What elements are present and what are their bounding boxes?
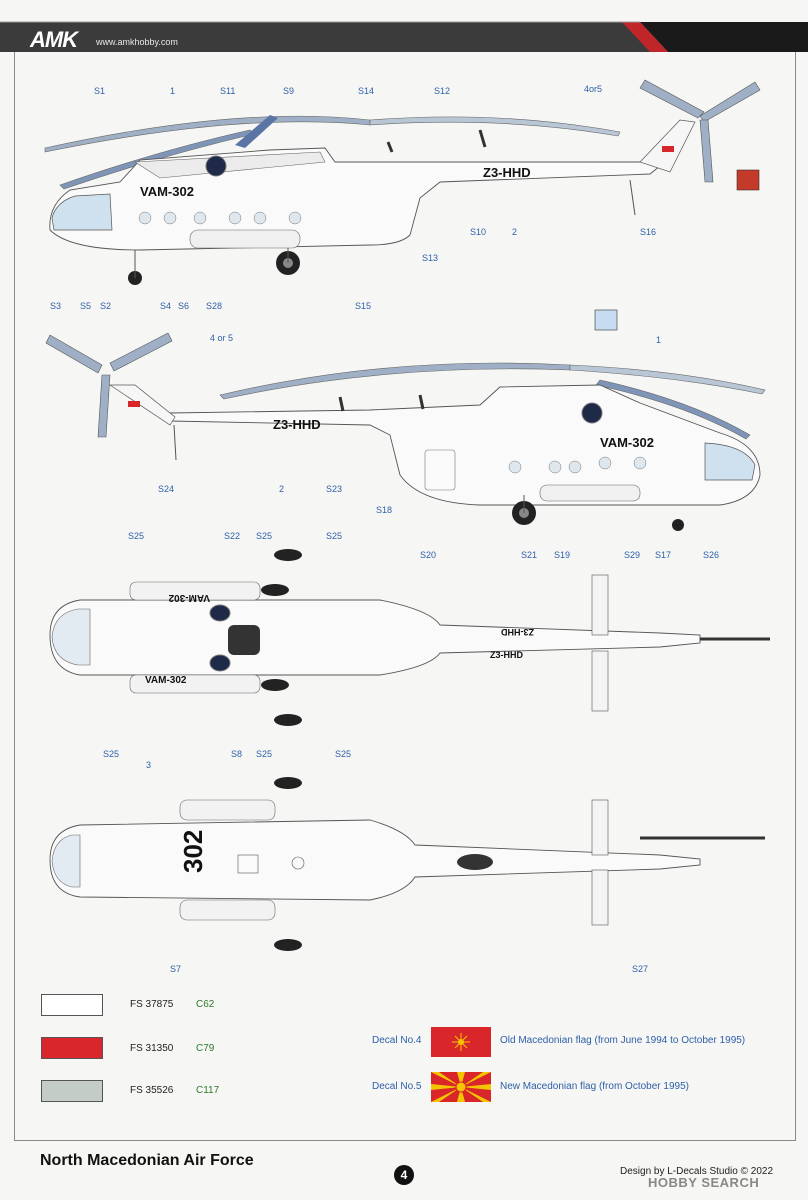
callout-s27: S27 xyxy=(632,964,649,974)
header-banner xyxy=(0,21,808,52)
top-registration-upper: VAM-302 xyxy=(168,592,210,603)
callout-s4: S4 xyxy=(160,301,172,311)
callout-s26: S26 xyxy=(703,550,720,560)
callout-s25-e: S25 xyxy=(256,749,273,759)
callout-3: 3 xyxy=(146,760,152,770)
callout-4or5: 4or5 xyxy=(584,84,603,94)
boom-registration-right: Z3-HHD xyxy=(273,417,321,432)
callout-s2: S2 xyxy=(100,301,112,311)
callout-s20: S20 xyxy=(420,550,437,560)
decal-5-label: Decal No.5 xyxy=(372,1081,422,1092)
fs-code-3: FS 35526 xyxy=(130,1085,174,1096)
callout-s15: S15 xyxy=(355,301,372,311)
decal-4-label: Decal No.4 xyxy=(372,1035,422,1046)
fs-code-2: FS 31350 xyxy=(130,1043,174,1054)
callout-s21: S21 xyxy=(521,550,538,560)
right-side-profile: VAM-302 Z3-HHD xyxy=(45,309,766,531)
callout-s28: S28 xyxy=(206,301,223,311)
callout-s25-b: S25 xyxy=(256,531,273,541)
paint-code-1: C62 xyxy=(196,999,215,1010)
callout-s3: S3 xyxy=(50,301,62,311)
fuselage-registration-right: VAM-302 xyxy=(600,435,654,450)
top-view: VAM-302 VAM-302 Z3-HHD Z3-HHD xyxy=(49,549,770,726)
left-side-profile: VAM-302 Z3-HHD xyxy=(44,79,761,285)
paint-code-3: C117 xyxy=(196,1085,220,1096)
website-url: www.amkhobby.com xyxy=(96,37,178,47)
page-frame xyxy=(14,52,796,1141)
page-header: AMK www.amkhobby.com xyxy=(0,0,808,52)
top-boom-upper: Z3-HHD xyxy=(501,627,534,637)
callout-s6: S6 xyxy=(178,301,190,311)
old-macedonian-flag-icon xyxy=(431,1027,491,1057)
amk-logo: AMK xyxy=(30,27,78,52)
callout-4-or-5: 4 or 5 xyxy=(210,333,234,343)
top-registration-lower: VAM-302 xyxy=(145,675,187,686)
callout-s25-c: S25 xyxy=(326,531,343,541)
swatch-white xyxy=(41,994,103,1016)
callout-s17: S17 xyxy=(655,550,672,560)
fs-code-1: FS 37875 xyxy=(130,999,174,1010)
decal-4-description: Old Macedonian flag (from June 1994 to O… xyxy=(500,1035,746,1046)
callout-s5: S5 xyxy=(80,301,92,311)
callout-s22: S22 xyxy=(224,531,241,541)
callout-s9: S9 xyxy=(283,86,295,96)
design-credit: Design by L-Decals Studio © 2022 xyxy=(620,1166,774,1177)
callout-s8: S8 xyxy=(231,749,243,759)
new-macedonian-flag-icon xyxy=(431,1072,491,1102)
hobby-search-watermark: HOBBY SEARCH xyxy=(648,1175,760,1190)
callout-s24: S24 xyxy=(158,484,175,494)
boom-registration: Z3-HHD xyxy=(483,165,531,180)
callout-1: 1 xyxy=(170,86,176,96)
bottom-view: 302 xyxy=(49,777,765,951)
callout-s11: S11 xyxy=(220,86,236,96)
callout-s13: S13 xyxy=(422,253,439,263)
page-title: North Macedonian Air Force xyxy=(40,1152,254,1169)
callout-s29: S29 xyxy=(624,550,641,560)
callout-s12: S12 xyxy=(434,86,451,96)
decal-5-description: New Macedonian flag (from October 1995) xyxy=(500,1081,689,1092)
top-boom-lower: Z3-HHD xyxy=(490,650,523,660)
fuselage-registration: VAM-302 xyxy=(140,184,194,199)
callout-s23: S23 xyxy=(326,484,343,494)
callout-s7: S7 xyxy=(170,964,182,974)
bottom-number: 302 xyxy=(178,830,208,873)
callout-s10: S10 xyxy=(470,227,487,237)
callout-s18: S18 xyxy=(376,505,393,515)
callout-s25-f: S25 xyxy=(335,749,352,759)
callout-s14: S14 xyxy=(358,86,375,96)
swatch-red xyxy=(41,1037,103,1059)
callout-2: 2 xyxy=(512,227,518,237)
swatch-grey xyxy=(41,1080,103,1102)
callout-1-right: 1 xyxy=(656,335,662,345)
callout-s19: S19 xyxy=(554,550,571,560)
callout-s25-a: S25 xyxy=(128,531,145,541)
callout-s1: S1 xyxy=(94,86,106,96)
callout-2-right: 2 xyxy=(279,484,285,494)
page-number: 4 xyxy=(394,1165,414,1185)
callout-s16: S16 xyxy=(640,227,657,237)
paint-code-2: C79 xyxy=(196,1043,215,1054)
callout-s25-d: S25 xyxy=(103,749,120,759)
